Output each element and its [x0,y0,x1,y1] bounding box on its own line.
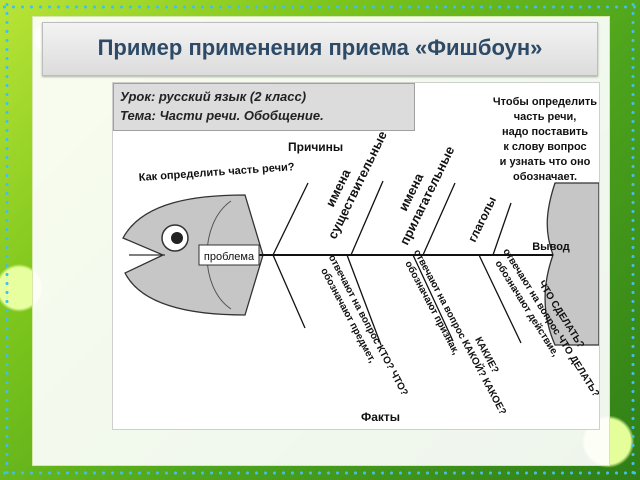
lesson-info-box: Урок: русский язык (2 класс) Тема: Части… [113,83,415,131]
lower-bone-3 [412,254,454,342]
question-label: Как определить часть речи? [138,161,295,184]
conclusion-line: обозначает. [513,171,577,183]
fact-line: отвечают на вопрос КАКОЙ? КАКОЕ? [411,247,510,417]
topic-label: Тема: Части речи. Обобщение. [120,108,324,123]
dotted-border-left [2,0,12,480]
lower-bone-4 [478,254,522,344]
fish-pupil [171,232,183,244]
cause-line: глаголы [465,194,499,244]
upper-bone-1 [272,182,309,256]
head-label: проблема [204,251,255,263]
upper-bone-4 [492,202,512,256]
tail-label: Вывод [532,241,570,253]
fact-nouns: обозначают предмет, отвечают на вопрос К… [318,253,410,398]
conclusion-line: и узнать что оно [500,156,591,168]
head-label-box [198,244,260,266]
conclusion-line: надо поставить [502,126,588,138]
causes-label: Причины [288,140,343,154]
fish-tail [544,182,599,346]
conclusion-line: к слову вопрос [503,141,586,153]
facts-label: Факты [361,410,400,424]
upper-bone-3 [422,182,456,256]
slide-title: Пример применения приема «Фишбоун» [97,35,543,60]
conclusion-text: Чтобы определить часть речи, надо постав… [493,96,597,183]
lesson-label: Урок: русский язык (2 класс) [120,89,307,104]
cause-verbs: глаголы [465,194,499,244]
fishbone-diagram: проблема Вывод Причины Факты Как определ… [122,96,599,424]
conclusion-line: Чтобы определить [493,96,597,108]
conclusion-line: часть речи, [514,111,577,123]
fish-head [122,194,264,316]
fact-line: отвечают на вопрос КТО? ЧТО? [326,253,410,398]
title-bar: Пример применения приема «Фишбоун» [42,22,598,76]
cause-adjectives: имена прилагательные [395,144,457,248]
content-area: проблема Вывод Причины Факты Как определ… [112,82,600,430]
dotted-border-bottom [0,468,640,478]
lower-bone-2 [346,254,382,346]
dotted-border-right [628,0,638,480]
upper-bone-2 [350,180,384,256]
lower-bone-1 [272,254,306,329]
dotted-border-top [0,2,640,12]
